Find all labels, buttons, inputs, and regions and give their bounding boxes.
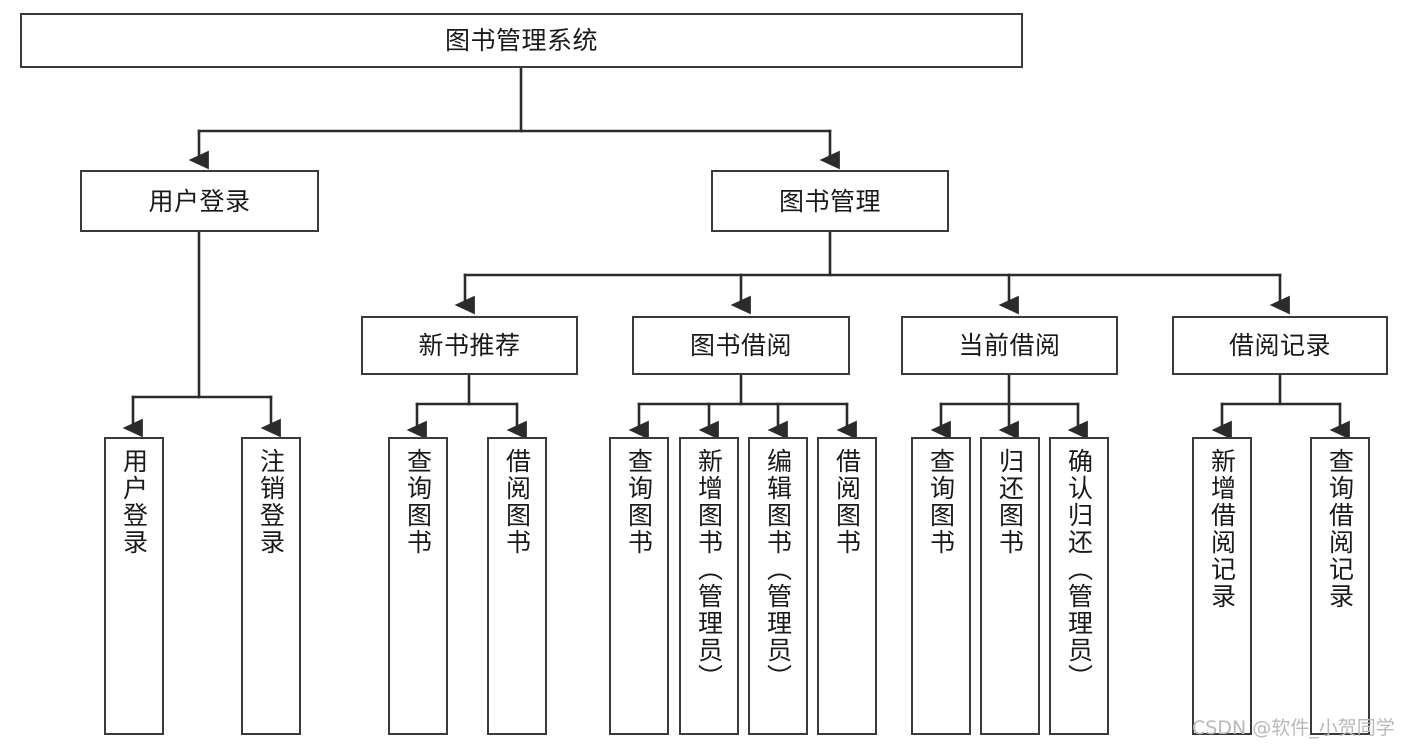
- node-leaf-query-book-3[interactable]: 查询图书: [911, 437, 971, 735]
- node-leaf-edit-book-label: 编辑图书（管理员）: [763, 448, 793, 691]
- node-book-borrow-label: 图书借阅: [689, 331, 792, 360]
- node-leaf-query-book-2-label: 查询图书: [624, 448, 654, 556]
- node-leaf-logout-label: 注销登录: [256, 448, 286, 556]
- node-root[interactable]: 图书管理系统: [20, 13, 1023, 68]
- node-leaf-borrow-book-1[interactable]: 借阅图书: [487, 437, 547, 735]
- node-user-login[interactable]: 用户登录: [80, 170, 319, 232]
- node-leaf-confirm-return[interactable]: 确认归还（管理员）: [1049, 437, 1109, 735]
- node-current-borrow[interactable]: 当前借阅: [901, 316, 1118, 375]
- node-book-borrow[interactable]: 图书借阅: [632, 316, 850, 375]
- node-book-manage-label: 图书管理: [778, 186, 881, 216]
- watermark-text: CSDN @软件_小贺同学: [1192, 717, 1395, 739]
- node-root-label: 图书管理系统: [444, 26, 598, 55]
- node-leaf-add-record-label: 新增借阅记录: [1207, 448, 1237, 610]
- node-user-login-label: 用户登录: [148, 186, 251, 216]
- node-leaf-add-book[interactable]: 新增图书（管理员）: [679, 437, 739, 735]
- node-leaf-query-book-1[interactable]: 查询图书: [388, 437, 448, 735]
- node-leaf-return-book[interactable]: 归还图书: [980, 437, 1040, 735]
- node-leaf-query-record[interactable]: 查询借阅记录: [1310, 437, 1370, 735]
- node-leaf-query-book-1-label: 查询图书: [403, 448, 433, 556]
- node-borrow-record-label: 借阅记录: [1228, 331, 1331, 360]
- node-leaf-user-login[interactable]: 用户登录: [104, 437, 164, 735]
- node-leaf-add-book-label: 新增图书（管理员）: [694, 448, 724, 691]
- node-leaf-query-book-3-label: 查询图书: [926, 448, 956, 556]
- node-book-manage[interactable]: 图书管理: [711, 170, 949, 232]
- node-borrow-record[interactable]: 借阅记录: [1172, 316, 1388, 375]
- node-leaf-add-record[interactable]: 新增借阅记录: [1192, 437, 1252, 735]
- node-leaf-borrow-book-1-label: 借阅图书: [502, 448, 532, 556]
- node-leaf-borrow-book-2-label: 借阅图书: [832, 448, 862, 556]
- node-leaf-confirm-return-label: 确认归还（管理员）: [1064, 448, 1094, 691]
- node-new-book-rec-label: 新书推荐: [418, 331, 521, 360]
- node-leaf-borrow-book-2[interactable]: 借阅图书: [817, 437, 877, 735]
- node-leaf-logout[interactable]: 注销登录: [241, 437, 301, 735]
- node-leaf-return-book-label: 归还图书: [995, 448, 1025, 556]
- node-current-borrow-label: 当前借阅: [958, 331, 1061, 360]
- node-new-book-rec[interactable]: 新书推荐: [361, 316, 578, 375]
- node-leaf-user-login-label: 用户登录: [119, 448, 149, 556]
- node-leaf-query-book-2[interactable]: 查询图书: [609, 437, 669, 735]
- node-leaf-edit-book[interactable]: 编辑图书（管理员）: [748, 437, 808, 735]
- node-leaf-query-record-label: 查询借阅记录: [1325, 448, 1355, 610]
